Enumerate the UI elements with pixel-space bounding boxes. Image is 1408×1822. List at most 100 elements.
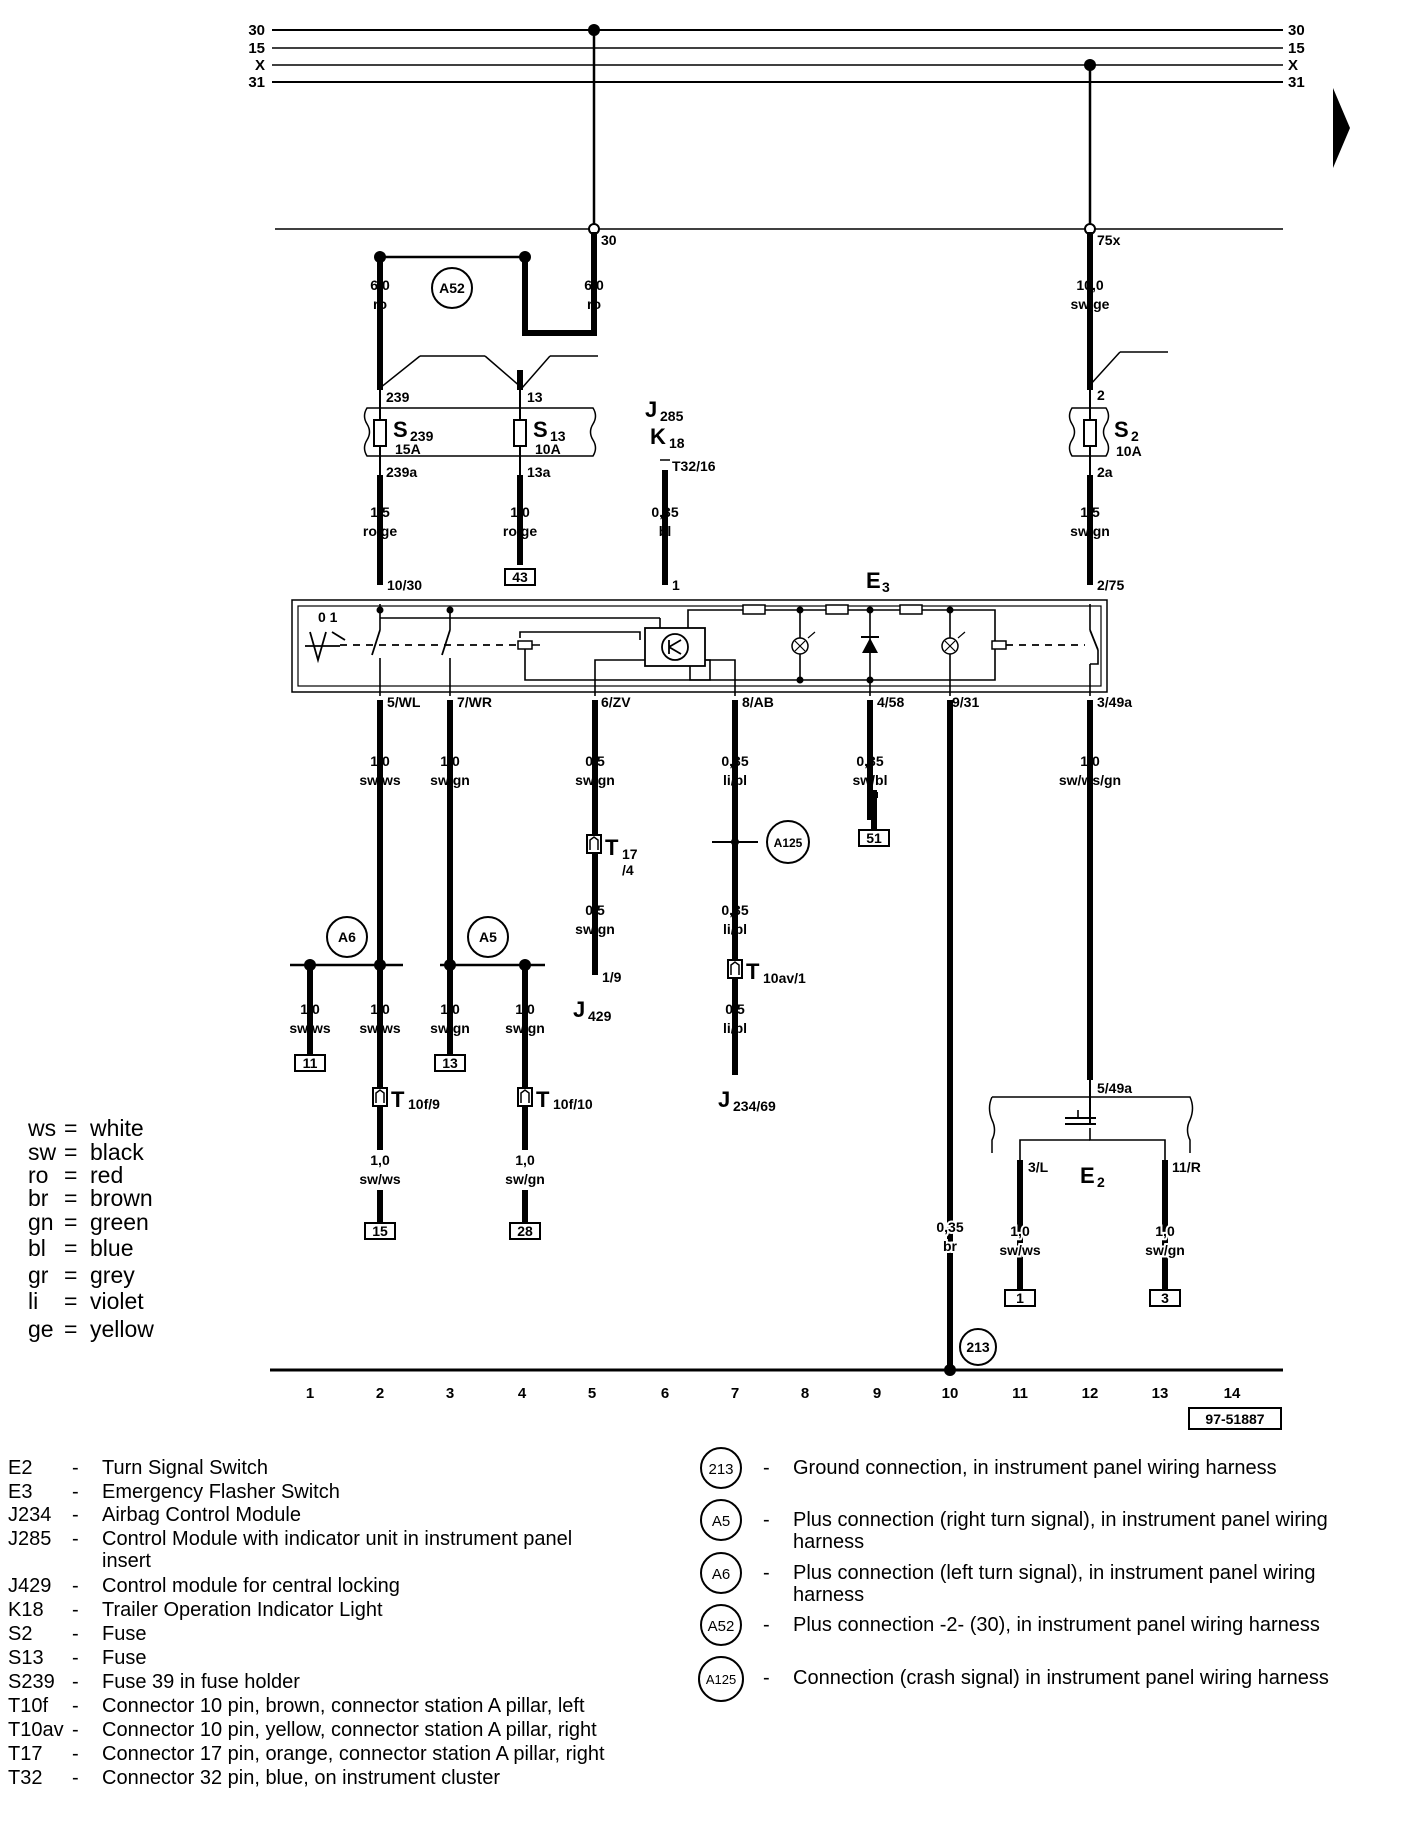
svg-text:/4: /4	[622, 862, 634, 878]
svg-text:T10av: T10av	[8, 1719, 64, 1741]
wire-size: 6,0	[370, 277, 390, 293]
wire-size: 0,35	[936, 1219, 963, 1235]
svg-text:Connector 10 pin, yellow, conn: Connector 10 pin, yellow, connector stat…	[102, 1719, 597, 1741]
connector-t10f-10: T 10f/10	[517, 1087, 593, 1112]
svg-text:10f/9: 10f/9	[408, 1096, 440, 1112]
svg-text:10A: 10A	[1116, 443, 1142, 459]
svg-text:97-51887: 97-51887	[1205, 1411, 1264, 1427]
svg-text:-: -	[72, 1719, 79, 1741]
svg-text:1: 1	[306, 1385, 314, 1402]
svg-text:black: black	[90, 1139, 144, 1165]
svg-text:-: -	[763, 1562, 770, 1584]
ref-box-28: 28	[509, 1222, 541, 1240]
svg-text:-: -	[72, 1481, 79, 1503]
svg-text:A125: A125	[706, 1672, 736, 1687]
rail-label-30-left: 30	[248, 22, 265, 39]
svg-text:5: 5	[588, 1385, 596, 1402]
wire-color: ro	[373, 296, 387, 312]
terminal-30-label: 30	[601, 232, 617, 248]
svg-text:T: T	[746, 959, 760, 984]
svg-text:-: -	[763, 1667, 770, 1689]
component-k18-sub: 18	[669, 435, 685, 451]
ref-box-3: 3	[1149, 1289, 1181, 1307]
svg-text:blue: blue	[90, 1235, 133, 1261]
svg-text:3: 3	[882, 579, 890, 595]
wire-color: sw/ws	[289, 1020, 330, 1036]
component-k18-name: K	[650, 424, 666, 449]
rail-label-31-right: 31	[1288, 74, 1305, 91]
svg-text:=: =	[64, 1185, 77, 1211]
ref-box-15: 15	[364, 1222, 396, 1240]
svg-text:S2: S2	[8, 1623, 32, 1645]
svg-text:Fuse 39 in fuse holder: Fuse 39 in fuse holder	[102, 1671, 300, 1693]
terminal-75x-label: 75x	[1097, 232, 1121, 248]
svg-text:Airbag Control Module: Airbag Control Module	[102, 1504, 301, 1526]
circle-ground-213: 213	[959, 1328, 997, 1366]
wire-color: sw/gn	[430, 1020, 470, 1036]
ref-box-11: 11	[294, 1054, 326, 1072]
svg-text:A5: A5	[479, 929, 497, 945]
component-j285-sub: 285	[660, 408, 684, 424]
svg-text:9: 9	[873, 1385, 881, 1402]
svg-text:2: 2	[1131, 428, 1139, 444]
legend-eq: =	[64, 1115, 77, 1141]
svg-text:Connector 32 pin, blue, on in: Connector 32 pin, blue, on instrument cl…	[102, 1767, 500, 1789]
fuse-s13: S 13 10A	[513, 390, 566, 475]
svg-text:E: E	[1080, 1163, 1095, 1188]
svg-text:51: 51	[866, 830, 882, 846]
svg-text:Turn Signal Switch: Turn Signal Switch	[102, 1457, 268, 1479]
svg-text:harness: harness	[793, 1531, 864, 1553]
svg-text:gr: gr	[28, 1262, 49, 1288]
next-page-arrow-icon	[1333, 88, 1350, 168]
svg-text:213: 213	[966, 1339, 990, 1355]
rail-label-15-right: 15	[1288, 40, 1305, 57]
wire-size: 1,5	[1080, 504, 1100, 520]
wire-color: sw/ws	[359, 1020, 400, 1036]
svg-text:A6: A6	[712, 1566, 730, 1583]
pin-label: 9/31	[952, 694, 979, 710]
svg-text:28: 28	[517, 1223, 533, 1239]
svg-text:Plus connection (right turn si: Plus connection (right turn signal), in …	[793, 1509, 1328, 1531]
svg-text:15A: 15A	[395, 441, 421, 457]
pin-label: 2a	[1097, 464, 1113, 480]
svg-text:Control module for central loc: Control module for central locking	[102, 1575, 400, 1597]
fuse-s2: S 2 10A	[1068, 390, 1142, 475]
pin-label: 13a	[527, 464, 551, 480]
svg-text:S: S	[393, 417, 408, 442]
pin-label: 8/AB	[742, 694, 774, 710]
svg-text:-: -	[72, 1504, 79, 1526]
svg-text:violet: violet	[90, 1288, 144, 1314]
rail-label-x-left: X	[255, 57, 265, 74]
svg-text:-: -	[72, 1743, 79, 1765]
pin-label: 7/WR	[457, 694, 492, 710]
fuse-holder	[363, 407, 597, 457]
svg-text:13: 13	[1152, 1385, 1169, 1402]
pin-label: 3/49a	[1097, 694, 1132, 710]
svg-text:J429: J429	[8, 1575, 51, 1597]
svg-text:213: 213	[708, 1461, 733, 1478]
wire-size: 1,0	[300, 1001, 320, 1017]
wire-size: 10,0	[1076, 277, 1103, 293]
svg-text:A6: A6	[338, 929, 356, 945]
wire-size: 1,0	[510, 504, 530, 520]
svg-text:T: T	[391, 1087, 405, 1112]
connection-key: 213 - Ground connection, in instrument p…	[698, 1447, 1329, 1702]
turn-signal-switch-e2: E 2	[988, 1080, 1194, 1190]
svg-text:10: 10	[942, 1385, 959, 1402]
component-j234-sub: 234/69	[733, 1098, 776, 1114]
svg-text:-: -	[72, 1528, 79, 1550]
pin-label: 239	[386, 389, 410, 405]
svg-text:Connection (crash signal) in i: Connection (crash signal) in instrument …	[793, 1667, 1329, 1689]
svg-text:-: -	[72, 1767, 79, 1789]
wire-color: sw/bl	[852, 772, 887, 788]
wire-size: 1,0	[370, 1152, 390, 1168]
svg-text:ro: ro	[28, 1162, 48, 1188]
wire-color: sw/gn	[505, 1020, 545, 1036]
svg-text:gn: gn	[28, 1209, 54, 1235]
svg-text:-: -	[72, 1671, 79, 1693]
legend-name: white	[89, 1115, 144, 1141]
svg-text:brown: brown	[90, 1185, 153, 1211]
pin-label: 13	[527, 389, 543, 405]
svg-text:yellow: yellow	[90, 1316, 154, 1342]
svg-text:-: -	[72, 1647, 79, 1669]
